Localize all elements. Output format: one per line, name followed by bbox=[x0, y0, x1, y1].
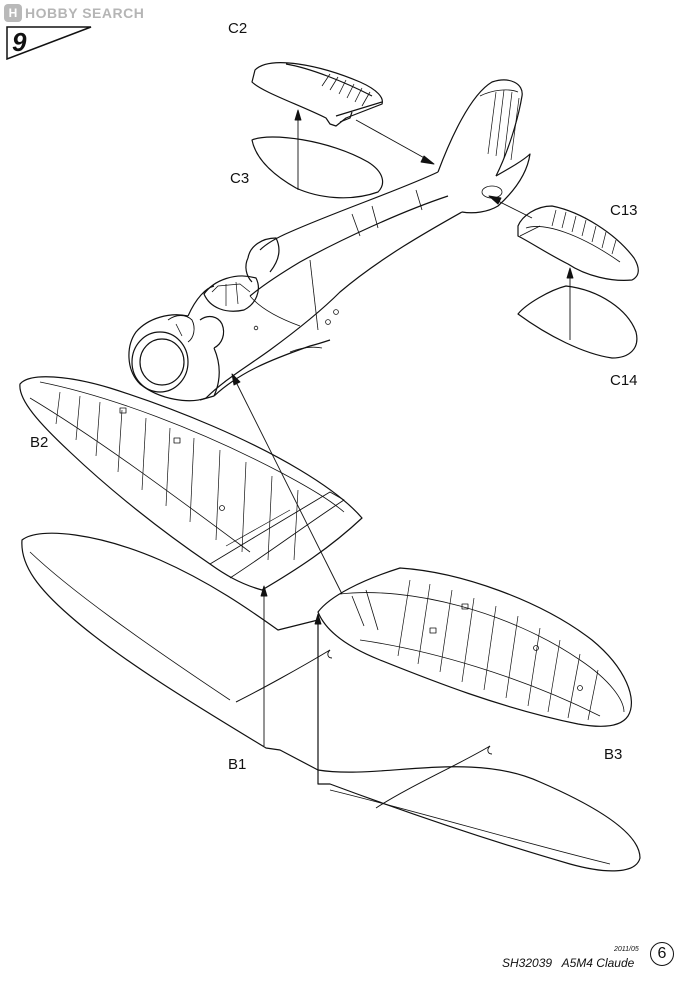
label-c3: C3 bbox=[230, 170, 250, 187]
label-b2: B2 bbox=[30, 434, 49, 451]
arrow-c14-to-c13 bbox=[566, 267, 574, 340]
step-number: 9 bbox=[12, 27, 27, 57]
arrow-c3-to-c2 bbox=[294, 109, 302, 190]
part-c3-stabilizer-bottom bbox=[251, 136, 384, 199]
hobby-search-logo-icon: H bbox=[4, 4, 22, 22]
label-c14: C14 bbox=[610, 372, 638, 389]
part-c14-stabilizer-right-bottom bbox=[517, 285, 638, 359]
label-b3: B3 bbox=[604, 746, 623, 763]
label-b1: B1 bbox=[228, 756, 247, 773]
step-number-box bbox=[6, 26, 92, 60]
arrow-b1-to-b3 bbox=[314, 613, 322, 774]
part-c13-stabilizer-right bbox=[517, 205, 639, 281]
label-c13: C13 bbox=[610, 202, 638, 219]
footer-model-info: SH32039 A5M4 Claude bbox=[502, 956, 634, 970]
footer-date: 2011/05 bbox=[614, 946, 639, 953]
label-c2: C2 bbox=[228, 20, 248, 37]
part-c2-stabilizer-top bbox=[251, 62, 383, 127]
part-b1-wing-lower bbox=[21, 532, 641, 872]
watermark-text: HOBBY SEARCH bbox=[25, 5, 145, 21]
page-number: 6 bbox=[650, 942, 674, 966]
arrow-wing-to-fuselage bbox=[231, 373, 343, 595]
watermark: H HOBBY SEARCH bbox=[4, 2, 144, 24]
arrow-c2-to-fuselage bbox=[355, 119, 435, 165]
arrow-b1-to-b2 bbox=[260, 585, 268, 746]
footer-code: SH32039 bbox=[502, 956, 553, 970]
footer-model: A5M4 Claude bbox=[561, 956, 635, 970]
fuselage bbox=[128, 79, 531, 402]
arrow-c13-to-fuselage bbox=[488, 195, 533, 219]
part-b2-wing-top-left bbox=[19, 376, 363, 591]
part-b3-wing-top-right bbox=[317, 567, 632, 727]
